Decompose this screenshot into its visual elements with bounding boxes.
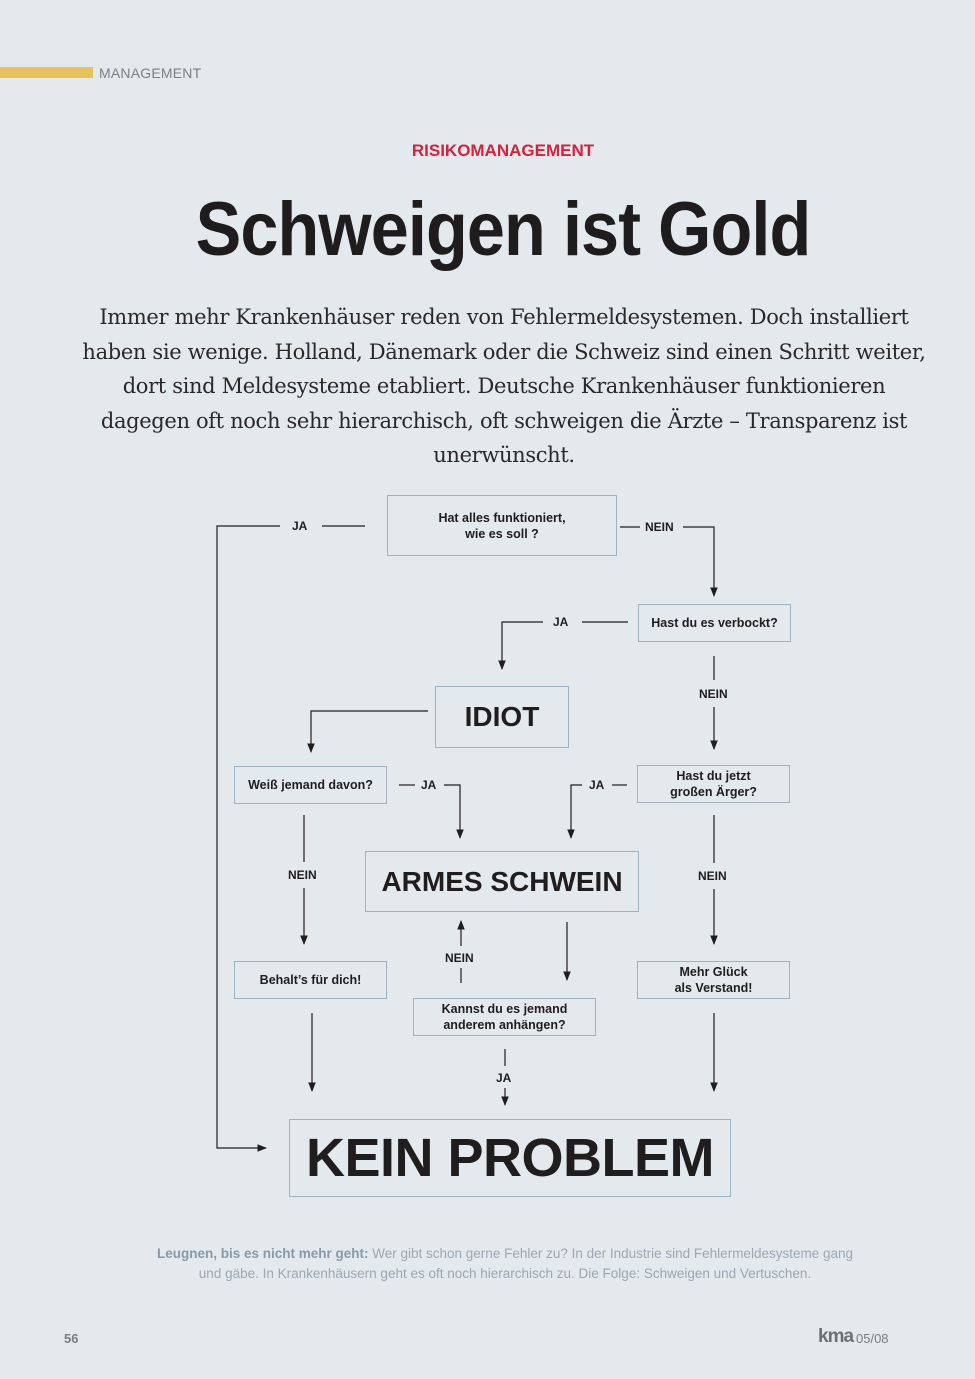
connector-idiot-weiss [307, 710, 428, 753]
label-weiss-nein: NEIN [288, 868, 317, 882]
node-aerger: Hast du jetzt großen Ärger? [637, 765, 790, 803]
node-aerger-line1: Hast du jetzt [676, 769, 751, 783]
node-behalt: Behalt’s für dich! [234, 961, 387, 999]
node-anhaengen-line2: anderem anhängen? [443, 1018, 566, 1032]
label-aerger-nein: NEIN [698, 869, 727, 883]
node-weiss: Weiß jemand davon? [234, 766, 387, 804]
connector-aerger-ja [567, 784, 582, 839]
connector-verbockt-ja [498, 621, 543, 670]
node-verbockt-text: Hast du es verbockt? [651, 616, 778, 630]
node-armes-schwein: ARMES SCHWEIN [365, 851, 639, 912]
magazine-logo: kma [818, 1326, 854, 1347]
node-start-line2: wie es soll ? [465, 526, 539, 541]
issue-number: 05/08 [856, 1331, 889, 1346]
connector-weiss-ja [444, 784, 464, 839]
figure-caption: Leugnen, bis es nicht mehr geht: Wer gib… [150, 1244, 860, 1284]
article-lead: Immer mehr Krankenhäuser reden von Fehle… [82, 305, 926, 467]
node-armes-schwein-text: ARMES SCHWEIN [381, 865, 623, 897]
caption-text: Wer gibt schon gerne Fehler zu? In der I… [198, 1246, 854, 1281]
node-weiss-text: Weiß jemand davon? [248, 778, 373, 792]
label-start-ja: JA [292, 519, 308, 533]
label-verbockt-ja: JA [553, 615, 569, 629]
label-verbockt-nein: NEIN [699, 687, 728, 701]
node-behalt-text: Behalt’s für dich! [259, 973, 362, 987]
node-start: Hat alles funktioniert,wie es soll ? [387, 495, 617, 556]
section-color-bar [0, 67, 93, 78]
label-anhaengen-ja: JA [496, 1071, 512, 1085]
node-start-line1: Hat alles funktioniert, [438, 510, 566, 525]
connector-start-ja [216, 525, 280, 1152]
node-idiot-text: IDIOT [464, 701, 540, 732]
node-kein-problem-text: KEIN PROBLEM [305, 1128, 715, 1188]
node-aerger-line2: großen Ärger? [670, 785, 757, 799]
caption-lead: Leugnen, bis es nicht mehr geht: [156, 1246, 369, 1261]
node-anhaengen: Kannst du es jemand anderem anhängen? [413, 998, 596, 1036]
article-kicker: RISIKOMANAGEMENT [411, 141, 595, 160]
label-aerger-ja: JA [589, 778, 605, 792]
label-start-nein: NEIN [645, 520, 674, 534]
label-anhaengen-nein: NEIN [445, 951, 474, 965]
node-glueck-line1: Mehr Glück [679, 965, 748, 979]
node-glueck: Mehr Glück als Verstand! [637, 961, 790, 999]
label-weiss-ja: JA [421, 778, 437, 792]
article-title: Schweigen ist Gold [195, 187, 812, 272]
node-glueck-line2: als Verstand! [674, 981, 753, 995]
connector-start-nein [683, 526, 718, 597]
node-verbockt: Hast du es verbockt? [638, 604, 791, 642]
node-kein-problem: KEIN PROBLEM [289, 1119, 731, 1197]
page-number: 56 [64, 1331, 79, 1346]
node-anhaengen-line1: Kannst du es jemand [441, 1002, 568, 1016]
section-label: MANAGEMENT [99, 65, 202, 81]
node-idiot: IDIOT [435, 686, 569, 748]
